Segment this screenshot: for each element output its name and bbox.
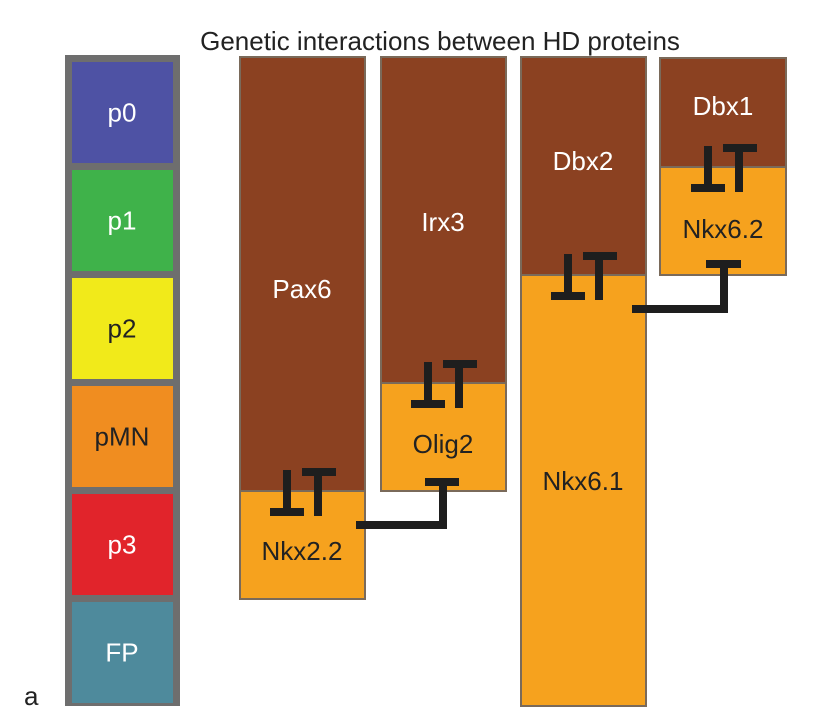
nkx2-2-label: Nkx2.2 — [262, 536, 343, 566]
repression-connector-icon — [356, 478, 459, 529]
domain-label: p1 — [108, 206, 137, 236]
cross-repression-icon — [411, 360, 477, 408]
domain-label: p3 — [108, 530, 137, 560]
domain-column-frame — [65, 55, 180, 706]
dbx2-block — [520, 56, 647, 276]
nkx6-2-label: Nkx6.2 — [683, 214, 764, 244]
panel-label: a — [24, 681, 39, 711]
repression-connector-icon — [632, 260, 741, 313]
domain-p0 — [72, 62, 173, 163]
domain-label: p0 — [108, 98, 137, 128]
domain-p2 — [72, 278, 173, 379]
cross-repression-icon — [691, 144, 757, 192]
domain-pmn — [72, 386, 173, 487]
irx3-label: Irx3 — [421, 207, 464, 237]
domain-label: FP — [105, 638, 138, 668]
dbx2-label: Dbx2 — [553, 146, 614, 176]
domain-label: p2 — [108, 314, 137, 344]
nkx6-1-label: Nkx6.1 — [543, 466, 624, 496]
nkx6-1-block — [520, 274, 647, 707]
domain-fp — [72, 602, 173, 703]
dbx1-label: Dbx1 — [693, 91, 754, 121]
domain-p3 — [72, 494, 173, 595]
diagram-title: Genetic interactions between HD proteins — [200, 26, 680, 56]
pax6-block — [239, 56, 366, 492]
dbx1-block — [659, 57, 787, 168]
cross-repression-icon — [270, 468, 336, 516]
domain-p1 — [72, 170, 173, 271]
irx3-block — [380, 56, 507, 384]
pax6-label: Pax6 — [272, 274, 331, 304]
cross-repression-icon — [551, 252, 617, 300]
olig2-label: Olig2 — [413, 429, 474, 459]
domain-label: pMN — [95, 422, 150, 452]
